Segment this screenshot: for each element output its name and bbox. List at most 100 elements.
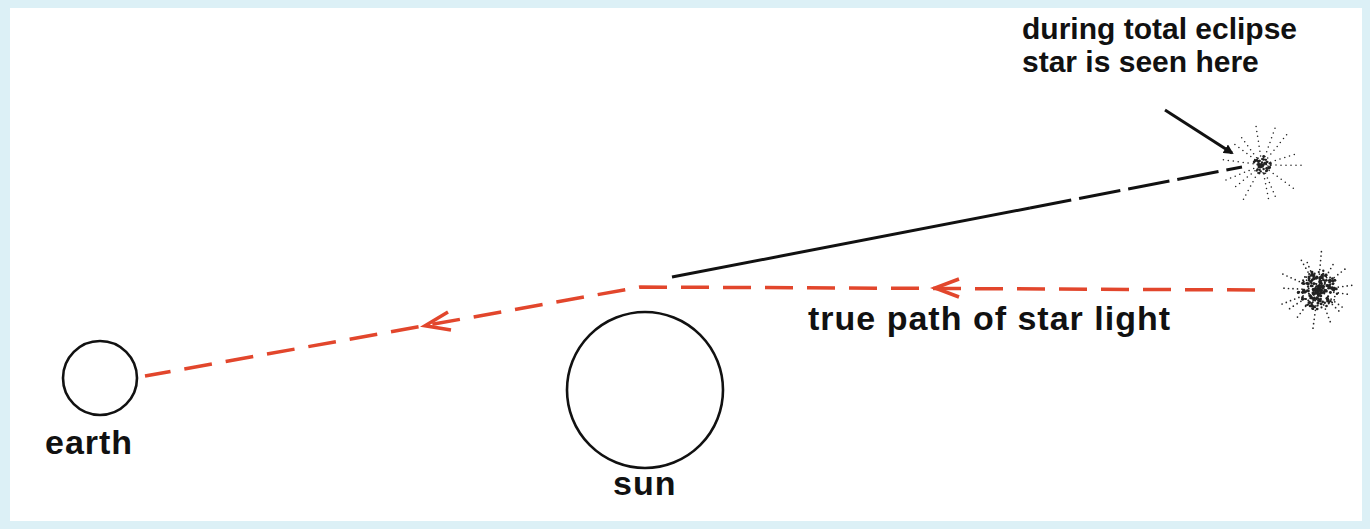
- star-dot: [1267, 157, 1269, 159]
- star-dot: [1310, 272, 1312, 274]
- star-dot: [1247, 176, 1249, 178]
- star-dot: [1322, 273, 1324, 275]
- star-dot: [1275, 160, 1277, 162]
- star-dot: [1325, 290, 1327, 292]
- star-dot: [1267, 165, 1269, 167]
- star-dot: [1327, 295, 1329, 297]
- star-dot: [1300, 300, 1302, 302]
- star-dot: [1308, 278, 1310, 280]
- star-dot: [1337, 286, 1339, 288]
- star-dot: [1246, 153, 1248, 155]
- star-dot: [1254, 159, 1256, 161]
- star-dot: [1307, 282, 1310, 285]
- star-dot: [1310, 270, 1312, 272]
- path-arrowhead: [935, 279, 959, 297]
- star-dot: [1315, 283, 1317, 285]
- star-dot: [1328, 284, 1331, 287]
- star-dot: [1270, 164, 1272, 166]
- star-dot: [1230, 177, 1232, 179]
- planet-circle: [63, 341, 137, 415]
- star-dot: [1351, 284, 1353, 286]
- star-dot: [1303, 289, 1306, 292]
- star-dot: [1319, 269, 1321, 271]
- path-arrowhead: [425, 312, 451, 330]
- star-dot: [1306, 279, 1308, 281]
- star-dot: [1308, 276, 1311, 279]
- star-dot: [1334, 296, 1336, 298]
- path-label: true path of star light: [808, 300, 1171, 337]
- star-dot: [1263, 173, 1265, 175]
- star-dot: [1294, 279, 1296, 281]
- star-dot: [1318, 271, 1320, 273]
- star-dot: [1304, 298, 1306, 300]
- star-dot: [1310, 296, 1313, 299]
- star-dot: [1247, 162, 1249, 164]
- star-dot: [1311, 271, 1314, 274]
- star-dot: [1258, 145, 1260, 147]
- star-dot: [1312, 308, 1315, 311]
- star-dot: [1320, 286, 1323, 289]
- star-dot: [1276, 176, 1278, 178]
- star-dot: [1331, 301, 1333, 303]
- star-dot: [1256, 157, 1258, 159]
- star-dot: [1273, 132, 1275, 134]
- star-dot: [1322, 285, 1325, 288]
- star-dot: [1247, 190, 1249, 192]
- star-dot: [1257, 172, 1259, 174]
- star-dot: [1331, 277, 1334, 280]
- star-dot: [1324, 283, 1326, 285]
- star-dot: [1301, 298, 1303, 300]
- star-dot: [1333, 299, 1335, 301]
- star-dot: [1338, 310, 1340, 312]
- star-dot: [1320, 306, 1322, 308]
- star-dot: [1248, 170, 1250, 172]
- star-dot: [1250, 156, 1252, 158]
- star-dot: [1305, 305, 1307, 307]
- star-dot: [1337, 292, 1339, 294]
- star-dot: [1242, 162, 1244, 164]
- star-dot: [1285, 182, 1287, 184]
- star-dot: [1336, 293, 1338, 295]
- star-dot: [1318, 276, 1321, 279]
- star-dot: [1335, 287, 1338, 290]
- star-dot: [1250, 173, 1252, 175]
- star-dot: [1329, 278, 1331, 280]
- star-dot: [1266, 161, 1268, 163]
- star-dot: [1256, 170, 1258, 172]
- star-dot: [1320, 295, 1323, 298]
- star-dot: [1313, 297, 1315, 299]
- planet-node: earth: [30, 336, 170, 466]
- star-dot: [1275, 164, 1277, 166]
- star-dot: [1253, 168, 1255, 170]
- star-dot: [1337, 274, 1339, 276]
- star-dot: [1302, 289, 1304, 291]
- star-dot: [1264, 178, 1266, 180]
- star-dot: [1308, 288, 1310, 290]
- planet-label: sun: [613, 465, 676, 502]
- star-dot: [1326, 312, 1328, 314]
- star-dot: [1244, 172, 1246, 174]
- star-dot: [1290, 165, 1292, 167]
- star-dot: [1255, 177, 1257, 179]
- star-dot: [1341, 306, 1343, 308]
- star-dot: [1319, 273, 1321, 275]
- star-dot: [1262, 172, 1264, 174]
- callout-arrow: [1165, 110, 1232, 153]
- star-dot: [1304, 292, 1306, 294]
- star-dot: [1325, 275, 1327, 277]
- star-dot: [1285, 302, 1287, 304]
- star-dot: [1250, 185, 1252, 187]
- star-dot: [1297, 288, 1299, 290]
- star-dot: [1322, 270, 1324, 272]
- star-dot: [1299, 313, 1301, 315]
- star-dot: [1315, 277, 1318, 280]
- star-dot: [1315, 289, 1317, 291]
- star-dot: [1305, 267, 1307, 269]
- star-dot: [1307, 285, 1309, 287]
- star-dot: [1274, 196, 1276, 198]
- star-dot: [1298, 281, 1300, 283]
- star-dot: [1262, 155, 1265, 158]
- star-dot: [1328, 317, 1330, 319]
- star-dot: [1327, 299, 1330, 302]
